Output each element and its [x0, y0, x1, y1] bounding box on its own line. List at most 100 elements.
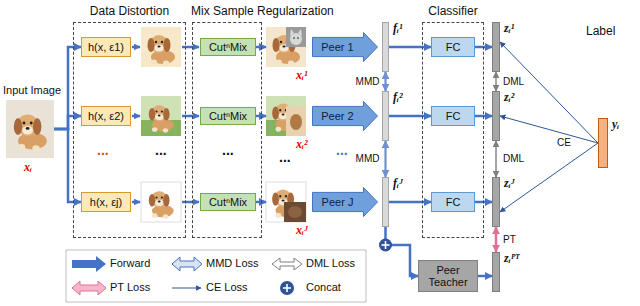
- dog-figure: [149, 105, 174, 132]
- cat-eye: [293, 37, 295, 39]
- dml-sample: [272, 258, 302, 270]
- ce-sample: [172, 288, 201, 289]
- vector-label: fᵢ²: [393, 90, 403, 104]
- node-label: Peer 1: [321, 41, 353, 54]
- mixed-image: xᵢᴶ: [266, 182, 306, 222]
- cutmix-box: CutⁿMix: [200, 193, 256, 211]
- forward-arrow: [256, 46, 266, 49]
- forward-arrow: [256, 201, 266, 204]
- vector-label: zᵢᴾᵀ: [504, 251, 519, 265]
- peer-network: Peer J: [312, 187, 378, 217]
- group-title: Data Distortion: [90, 4, 169, 18]
- concat-sample: [280, 281, 294, 295]
- picture-ground: [141, 96, 181, 136]
- feature-bar: fᵢ²: [382, 91, 389, 141]
- input-picture: [6, 100, 54, 158]
- logit-bar: zᵢᴶ: [492, 177, 500, 227]
- mmd-loss-arrow: [384, 72, 386, 91]
- sample-label: xᵢ: [24, 160, 32, 174]
- mixed-picture: [266, 182, 306, 222]
- node-label: CutⁿMix: [209, 41, 247, 54]
- node-label: Peer Teacher: [423, 264, 473, 288]
- dog-figure: [149, 191, 174, 218]
- node-label: h(x, ε2): [88, 110, 124, 123]
- group-title: Mix Sample Regularization: [191, 4, 334, 18]
- peer-network: Peer 1: [312, 32, 378, 62]
- ellipsis-mark: ...: [97, 143, 109, 157]
- ellipsis-mark: ...: [336, 143, 348, 157]
- picture-ground: [141, 182, 181, 222]
- vector-label: fᵢᴶ: [393, 176, 403, 190]
- edge-label: MMD: [355, 76, 381, 88]
- forward-arrow: [54, 116, 81, 129]
- edge-label: DML: [502, 76, 525, 88]
- edge-label: DML: [502, 153, 525, 165]
- forward-arrow: [386, 227, 419, 276]
- forward-arrow: [389, 201, 431, 204]
- section-label: Label: [586, 24, 615, 38]
- cat-ear: [298, 29, 302, 36]
- ce-loss-arrow: [500, 143, 598, 212]
- dml-loss-arrow: [495, 141, 496, 177]
- node-label: FC: [446, 110, 461, 123]
- cat-eye: [297, 37, 299, 39]
- node-label: CutⁿMix: [209, 110, 247, 123]
- forward-arrow: [132, 47, 199, 202]
- vector-label: zᵢ²: [504, 90, 514, 104]
- forward-arrow: [389, 115, 431, 118]
- classifier-group: ClassifierFCFCFC: [422, 22, 484, 238]
- node-label: FC: [446, 41, 461, 54]
- cat-ear: [290, 29, 294, 36]
- input-image: Input Imagexᵢ: [6, 100, 54, 158]
- picture-ground: [266, 96, 306, 136]
- fc-box: FC: [431, 192, 475, 212]
- forward-arrow: [256, 115, 266, 118]
- group-title: Classifier: [428, 4, 477, 18]
- ce-loss-arrow: [500, 42, 598, 143]
- cut-patch: [284, 202, 306, 222]
- vector-label: fᵢ¹: [393, 21, 403, 35]
- mixed-image: xᵢ¹: [266, 27, 306, 67]
- legend-text: Concat: [306, 281, 341, 294]
- distortion-box: h(x, ε2): [81, 106, 131, 126]
- mixed-image: xᵢ²: [266, 96, 306, 136]
- cut-patch: [286, 27, 306, 47]
- picture-ground: [6, 100, 54, 158]
- legend-samples: [72, 256, 302, 295]
- fc-box: FC: [431, 37, 475, 57]
- dml-loss-arrow: [495, 72, 496, 91]
- picture-ground: [266, 182, 306, 222]
- node-label: Peer 2: [321, 110, 353, 123]
- legend-text: Forward: [110, 257, 150, 270]
- ellipsis-mark: ...: [222, 143, 234, 157]
- ce-loss-arrow: [500, 116, 598, 143]
- feature-bar: fᵢᴶ: [382, 177, 389, 227]
- dog-figure: [148, 35, 176, 65]
- sample-label: xᵢᴶ: [296, 223, 308, 237]
- sample-label: xᵢ¹: [296, 68, 308, 82]
- node-label: Peer J: [322, 196, 354, 209]
- ellipsis-mark: ...: [155, 143, 167, 157]
- node-label: FC: [446, 196, 461, 209]
- ellipsis-mark: ...: [279, 150, 291, 164]
- cut-patch: [286, 106, 306, 136]
- edge-label: MMD: [355, 153, 381, 165]
- forward-sample: [72, 256, 106, 272]
- teacher-logit-bar: zᵢᴾᵀ: [492, 252, 500, 292]
- pt-loss-arrow: [495, 227, 498, 252]
- distorted-picture: [141, 182, 181, 222]
- mixed-picture: [266, 96, 306, 136]
- sample-label: xᵢ²: [296, 137, 308, 151]
- forward-arrow: [54, 129, 81, 202]
- pt-sample: [72, 281, 106, 295]
- cat-head: [290, 33, 302, 45]
- legend-text: PT Loss: [110, 281, 150, 294]
- label-bar: yᵢ: [598, 118, 608, 168]
- vector-label: zᵢᴶ: [504, 176, 514, 190]
- distortion-box: h(x, εj): [81, 192, 131, 212]
- data-distortion-group: Data Distortionh(x, ε1)h(x, ε2)h(x, εj): [73, 22, 186, 238]
- mix-regularization-group: Mix Sample RegularizationCutⁿMixCutⁿMixC…: [192, 22, 262, 238]
- mmd-sample: [172, 257, 202, 271]
- legend-text: MMD Loss: [206, 257, 259, 270]
- dog-figure: [14, 115, 47, 151]
